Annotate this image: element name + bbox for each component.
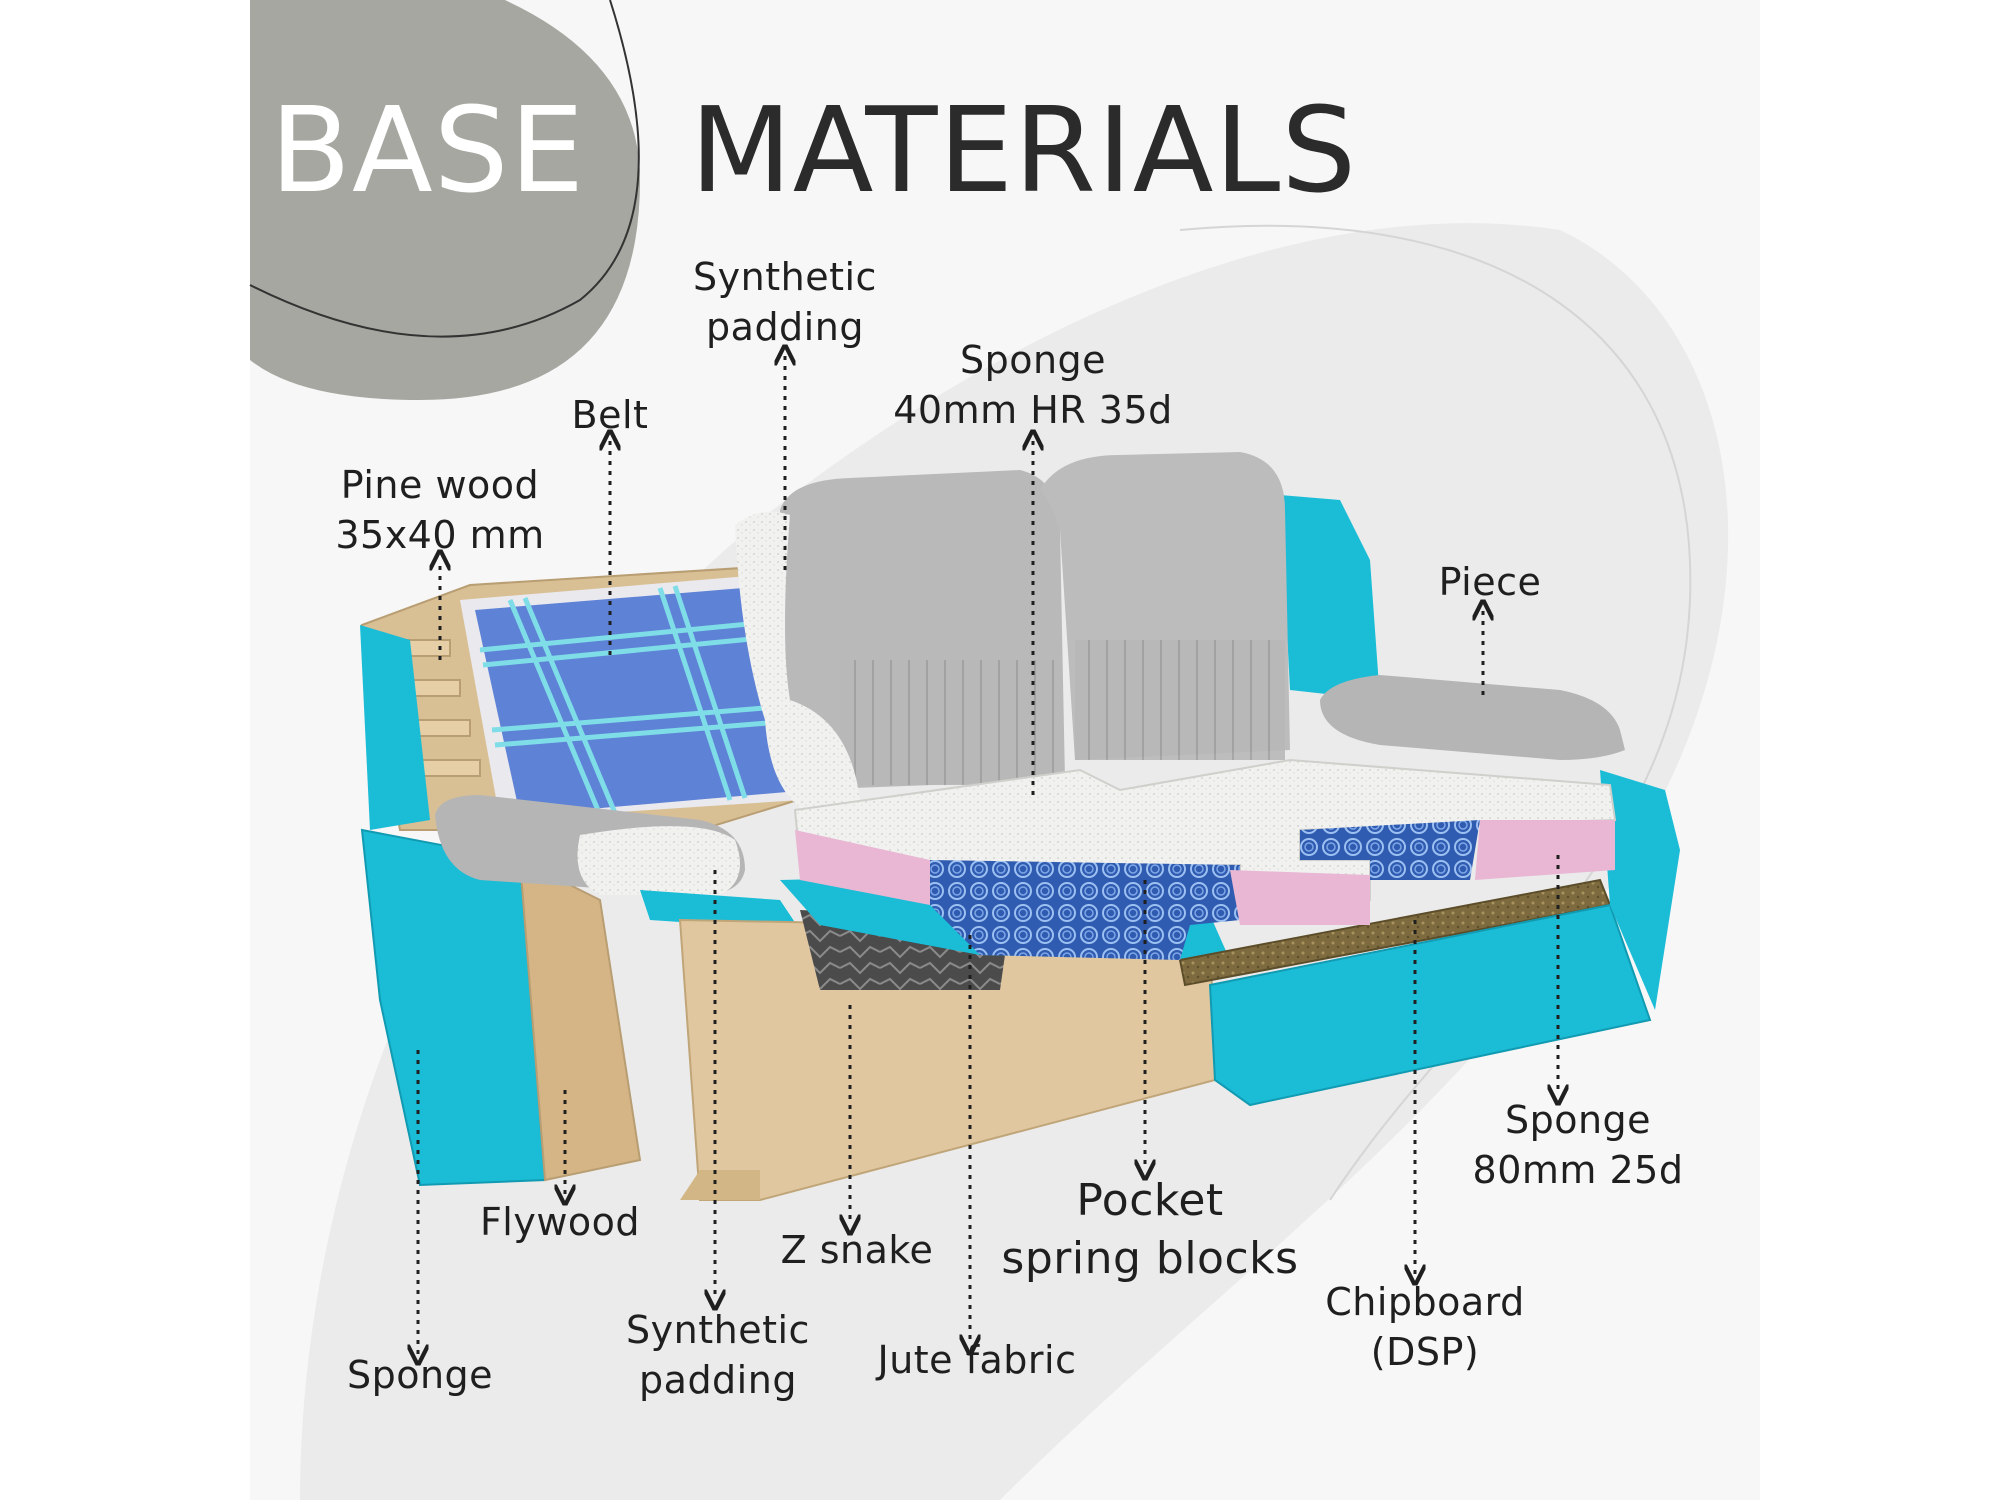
label-chipboard: Chipboard (DSP): [1325, 1280, 1525, 1374]
label-synthetic-padding-top: Synthetic padding: [693, 255, 877, 349]
label-sponge-left: Sponge: [346, 1353, 494, 1397]
right-armrest: [1320, 675, 1625, 760]
accent-circle: [250, 0, 640, 400]
right-side-sponge: [1600, 770, 1680, 1010]
right-base-sponge: [1208, 903, 1652, 1107]
label-synthetic-padding-bottom: Synthetic padding: [626, 1308, 810, 1402]
label-piece: Piece: [1438, 560, 1542, 604]
accent-circle-outline: [249, 0, 640, 338]
right-back-sponge: [1280, 495, 1380, 700]
back-cushion-left-stitch: [840, 660, 1055, 785]
title-base: BASE: [270, 81, 586, 219]
label-sponge-top: Sponge 40mm HR 35d: [893, 338, 1173, 432]
pine-wood-slats: [389, 639, 481, 777]
back-cushion-right-stitch: [1075, 640, 1285, 760]
left-back-sponge: [360, 625, 430, 830]
belt-stripes: [479, 585, 806, 816]
left-armrest-padding: [577, 826, 740, 895]
title-materials: MATERIALS: [690, 81, 1358, 219]
pocket-springs-right: [1300, 820, 1480, 880]
label-sponge-right: Sponge 80mm 25d: [1472, 1098, 1684, 1192]
label-pocket-spring: Pocket spring blocks: [1001, 1175, 1299, 1284]
label-jute-fabric: Jute fabric: [877, 1338, 1077, 1382]
callout-arrows: [418, 355, 1558, 1355]
pocket-springs-left: [930, 860, 1240, 960]
pink-foam-2: [1230, 870, 1370, 925]
back-synthetic-padding: [735, 511, 860, 820]
label-belt: Belt: [571, 393, 649, 437]
pink-foam-1: [795, 830, 930, 905]
pink-foam-3: [1475, 820, 1615, 880]
label-flywood: Flywood: [479, 1200, 641, 1244]
label-pine-wood: Pine wood 35x40 mm: [335, 463, 545, 557]
flywood-panel: [518, 858, 642, 1182]
label-z-snake: Z snake: [780, 1228, 934, 1272]
plywood-foot: [680, 1170, 760, 1200]
